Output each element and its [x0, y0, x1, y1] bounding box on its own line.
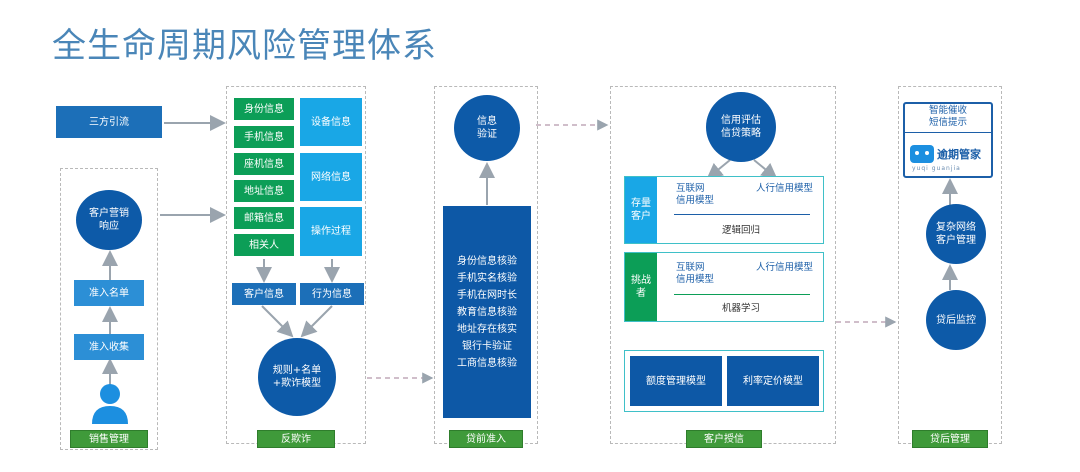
check-phone-duration: 手机在网时长	[457, 289, 517, 301]
network-manage-node: 复杂网络 客户管理	[926, 204, 986, 264]
admission-collect-box: 准入收集	[74, 334, 144, 360]
phone-info-box: 手机信息	[234, 126, 294, 148]
operation-process-box: 操作过程	[300, 207, 362, 256]
flow-arrows	[102, 115, 958, 385]
info-verify-node: 信息 验证	[454, 95, 520, 161]
logistic-regression-label: 逻辑回归	[722, 225, 761, 236]
collection-card	[903, 102, 993, 178]
check-bank-card: 银行卡验证	[462, 340, 512, 352]
landline-info-box: 座机信息	[234, 153, 294, 175]
rules-fraud-model-node: 规则+名单 +欺诈模型	[258, 338, 336, 416]
rate-model-box: 利率定价模型	[727, 356, 819, 406]
device-info-box: 设备信息	[300, 98, 362, 146]
brand-logo-subtext: yuqi guanjia	[912, 165, 961, 172]
check-address: 地址存在核实	[457, 323, 517, 335]
group-post-loan-label: 贷后管理	[912, 430, 988, 448]
check-identity: 身份信息核验	[457, 255, 517, 267]
existing-customer-panel	[624, 176, 824, 244]
third-party-box: 三方引流	[56, 106, 162, 138]
internet-credit-model-1: 互联网 信用模型	[676, 183, 715, 206]
behavior-info-box: 行为信息	[300, 283, 364, 305]
customer-info-box: 客户信息	[232, 283, 296, 305]
machine-learning-label: 机器学习	[722, 303, 761, 314]
user-icon	[90, 382, 130, 424]
group-loan-admission-label: 贷前准入	[449, 430, 523, 448]
customer-marketing-node: 客户营销 响应	[76, 190, 142, 250]
post-loan-monitor-node: 贷后监控	[926, 290, 986, 350]
page-title: 全生命周期风险管理体系	[52, 26, 437, 66]
group-sales	[60, 168, 158, 450]
check-phone-realname: 手机实名核验	[457, 272, 517, 284]
dashed-links	[367, 119, 897, 384]
related-person-box: 相关人	[234, 234, 294, 256]
check-education: 教育信息核验	[457, 306, 517, 318]
internet-credit-model-2: 互联网 信用模型	[676, 262, 715, 285]
limit-model-box: 额度管理模型	[630, 356, 722, 406]
group-anti-fraud-label: 反欺诈	[257, 430, 335, 448]
pboc-credit-model-1: 人行信用模型	[756, 183, 814, 194]
check-business: 工商信息核验	[457, 357, 517, 369]
group-sales-label: 销售管理	[70, 430, 148, 448]
divider-1	[674, 214, 810, 215]
existing-customer-label: 存量 客户	[625, 177, 657, 243]
smart-collection-text: 智能催收 短信提示	[928, 105, 967, 128]
robot-logo-icon	[910, 145, 934, 163]
group-credit-label: 客户授信	[686, 430, 762, 448]
identity-info-box: 身份信息	[234, 98, 294, 120]
brand-logo-text: 逾期管家	[937, 148, 981, 161]
network-info-box: 网络信息	[300, 153, 362, 201]
credit-eval-node: 信用评估 信贷策略	[706, 92, 776, 162]
card-divider	[905, 132, 991, 133]
email-info-box: 邮箱信息	[234, 207, 294, 229]
pboc-credit-model-2: 人行信用模型	[756, 262, 814, 273]
admission-list-box: 准入名单	[74, 280, 144, 306]
verification-list-panel: 身份信息核验 手机实名核验 手机在网时长 教育信息核验 地址存在核实 银行卡验证…	[443, 206, 531, 418]
challenger-label: 挑战 者	[625, 253, 657, 321]
challenger-panel	[624, 252, 824, 322]
divider-2	[674, 294, 810, 295]
address-info-box: 地址信息	[234, 180, 294, 202]
